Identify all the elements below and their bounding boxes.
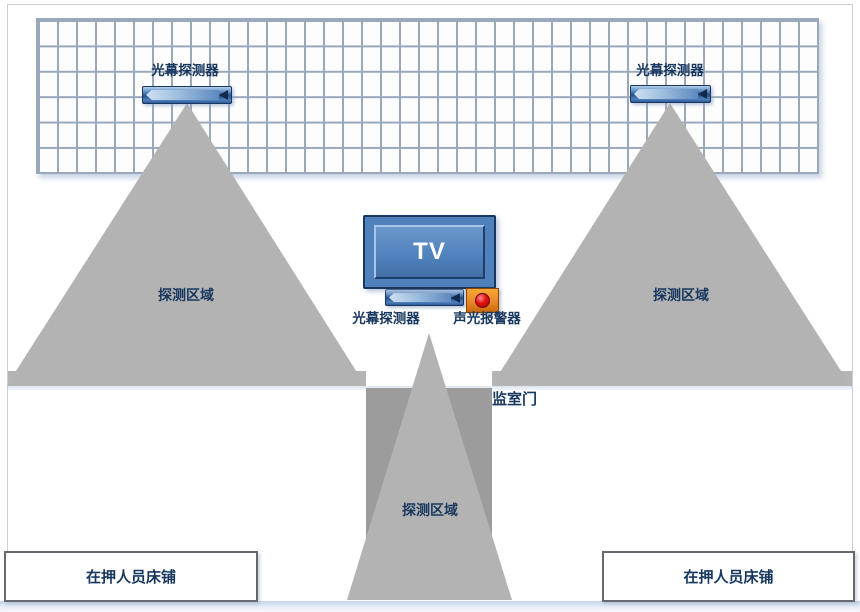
- label-detection-area-left: 探测区域: [158, 287, 214, 303]
- label-detection-area-center: 探测区域: [402, 502, 458, 518]
- label-cell-door: 监室门: [492, 391, 538, 408]
- light-curtain-detector-top-left: [142, 86, 232, 104]
- light-curtain-detector-center: [385, 289, 464, 306]
- detainee-bed-right: 在押人员床铺: [602, 551, 855, 602]
- label-detector-center: 光幕探测器: [352, 311, 420, 326]
- label-bed-right: 在押人员床铺: [683, 569, 774, 586]
- label-detection-area-right: 探测区域: [653, 287, 709, 303]
- label-bed-left: 在押人员床铺: [85, 569, 176, 586]
- tv-set: TV: [363, 215, 496, 289]
- light-curtain-detector-top-right: [630, 85, 711, 103]
- alarm-lamp-icon: [475, 293, 490, 308]
- detainee-bed-left: 在押人员床铺: [4, 551, 258, 602]
- tv-screen: TV: [374, 225, 485, 279]
- label-sound-light-alarm: 声光报警器: [453, 311, 521, 326]
- sound-light-alarm-device: [466, 288, 499, 313]
- tv-label: TV: [413, 238, 446, 265]
- label-detector-top-right: 光幕探测器: [636, 63, 704, 78]
- floor-strip: [0, 601, 860, 612]
- label-detector-top-left: 光幕探测器: [151, 63, 219, 78]
